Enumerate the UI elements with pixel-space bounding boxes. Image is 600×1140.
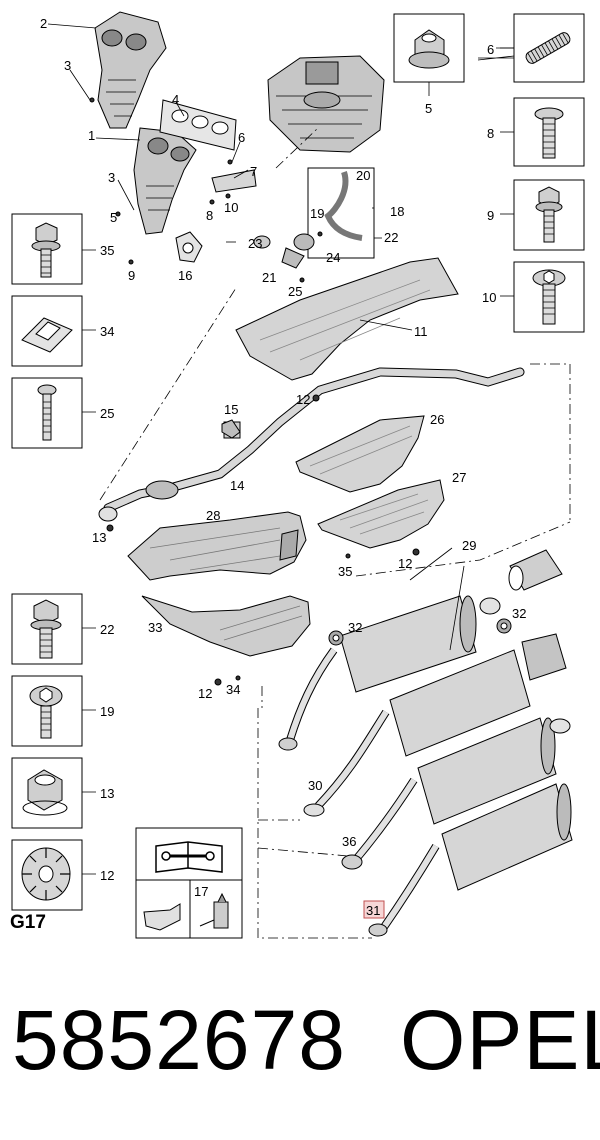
hardware-box-nut-13 — [11, 757, 83, 829]
part-number: 5852678 — [12, 993, 347, 1087]
hardware-box-bolt-10 — [513, 261, 585, 333]
manifold-gasket — [159, 99, 237, 151]
rear-silencer-1 — [286, 595, 501, 742]
callout-10: 10 — [482, 290, 496, 305]
callout-7: 7 — [250, 164, 257, 179]
callout-30: 30 — [308, 778, 322, 793]
pipe-clamp-front — [278, 737, 298, 751]
callout-35: 35 — [338, 564, 352, 579]
callout-20: 20 — [356, 168, 370, 183]
hardware-box-clip-34 — [11, 295, 83, 367]
callout-24: 24 — [326, 250, 340, 265]
callout-32: 32 — [512, 606, 526, 621]
callout-9: 9 — [128, 268, 135, 283]
callout-2: 2 — [40, 16, 47, 31]
small-fasteners — [89, 97, 420, 686]
callout-12: 12 — [100, 868, 114, 883]
rear-silencer-4 — [378, 783, 573, 933]
callout-29: 29 — [462, 538, 476, 553]
hardware-box-bolt-9 — [513, 179, 585, 251]
hanger-32a — [328, 630, 344, 646]
brand-name: OPEL — [400, 993, 600, 1087]
callout-6: 6 — [487, 42, 494, 57]
callout-10: 10 — [224, 200, 238, 215]
callout-3: 3 — [64, 58, 71, 73]
callout-31: 31 — [366, 903, 380, 918]
callout-23: 23 — [248, 236, 262, 251]
lubricant-pan-icon — [143, 903, 181, 931]
callout-8: 8 — [206, 208, 213, 223]
hardware-box-bolt-22 — [11, 593, 83, 665]
callout-12: 12 — [398, 556, 412, 571]
heat-shield-27 — [317, 479, 445, 549]
heat-shield-11 — [235, 257, 459, 381]
callout-22: 22 — [100, 622, 114, 637]
exhaust-manifold-upper — [94, 11, 167, 129]
tailpipe-29 — [508, 549, 563, 591]
callout-25: 25 — [288, 284, 302, 299]
callout-5: 5 — [110, 210, 117, 225]
callout-34: 34 — [100, 324, 114, 339]
callout-25: 25 — [100, 406, 114, 421]
flange-gasket-16 — [175, 231, 203, 263]
callout-36: 36 — [342, 834, 356, 849]
callout-1: 1 — [88, 128, 95, 143]
callout-16: 16 — [178, 268, 192, 283]
callout-32: 32 — [348, 620, 362, 635]
hardware-box-stud — [513, 13, 585, 83]
callout-19: 19 — [100, 704, 114, 719]
callout-13: 13 — [92, 530, 106, 545]
egr-pipe-group — [253, 167, 375, 269]
callout-28: 28 — [206, 508, 220, 523]
engine-block — [267, 55, 385, 153]
callout-6: 6 — [238, 130, 245, 145]
callout-labels: 2 3 1 4 6 3 7 5 8 10 9 16 20 19 18 22 23… — [40, 16, 526, 918]
hardware-box-bolt-35 — [11, 213, 83, 285]
callout-34: 34 — [226, 682, 240, 697]
leader-lines — [47, 23, 515, 875]
rear-silencer-2 — [303, 633, 567, 817]
callout-22: 22 — [384, 230, 398, 245]
callout-15: 15 — [224, 402, 238, 417]
callout-33: 33 — [148, 620, 162, 635]
pipe-clamp-31 — [368, 923, 388, 937]
callout-12: 12 — [296, 392, 310, 407]
bracket-7 — [211, 169, 257, 193]
hardware-box-bolt-25 — [11, 377, 83, 449]
hanger-32b — [496, 618, 512, 634]
callout-19: 19 — [310, 206, 324, 221]
leader-dashes — [99, 127, 571, 939]
callout-26: 26 — [430, 412, 444, 427]
callout-9: 9 — [487, 208, 494, 223]
callout-11: 11 — [414, 324, 428, 339]
callout-3: 3 — [108, 170, 115, 185]
rear-silencer-3 — [348, 717, 571, 867]
callout-8: 8 — [487, 126, 494, 141]
callout-18: 18 — [390, 204, 404, 219]
manual-wrench-icon — [155, 841, 223, 873]
callout-35: 35 — [100, 243, 114, 258]
callout-21: 21 — [262, 270, 276, 285]
callout-5: 5 — [425, 101, 432, 116]
exhaust-manifold-lower — [133, 127, 197, 235]
hardware-box-washer-12 — [11, 839, 83, 911]
sealant-tube-icon — [199, 892, 229, 929]
heat-shield-26 — [295, 415, 425, 493]
callout-17: 17 — [194, 884, 208, 899]
diagram-page-code: G17 — [10, 912, 46, 933]
callout-14: 14 — [230, 478, 244, 493]
callout-13: 13 — [100, 786, 114, 801]
callout-4: 4 — [172, 92, 179, 107]
bracket-15 — [221, 419, 241, 439]
callout-12: 12 — [198, 686, 212, 701]
hardware-box-bolt-19 — [11, 675, 83, 747]
callout-27: 27 — [452, 470, 466, 485]
hardware-box-bolt-8 — [513, 97, 585, 167]
highlight-box-31 — [363, 900, 385, 919]
pipe-clamp-36 — [341, 854, 363, 870]
hardware-box-nut — [393, 13, 465, 83]
heat-shield-28 — [127, 511, 307, 581]
heat-shield-33 — [141, 595, 311, 657]
